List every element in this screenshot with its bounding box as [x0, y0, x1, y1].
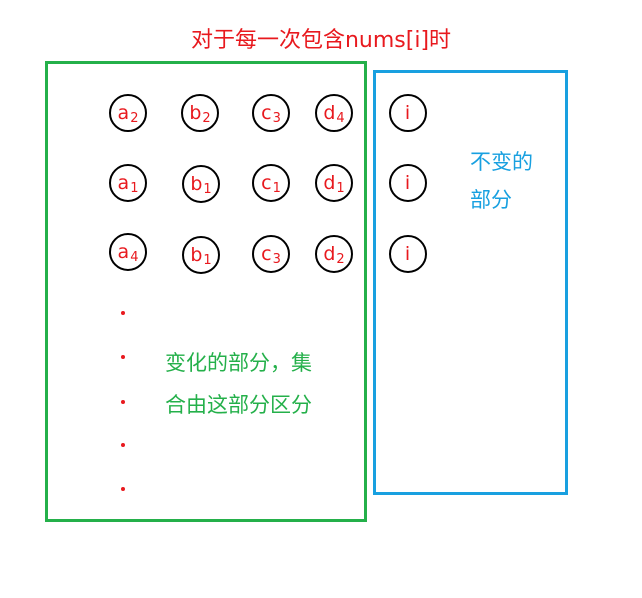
varying-label-line1: 变化的部分，集 [165, 351, 312, 375]
node-i-row2: i [389, 164, 427, 202]
node-i-row3: i [389, 235, 427, 273]
ellipsis-dot [121, 311, 125, 315]
ellipsis-dot [121, 487, 125, 491]
ellipsis-dot [121, 443, 125, 447]
node-i-row1: i [389, 94, 427, 132]
varying-label-line2: 合由这部分区分 [165, 393, 312, 417]
diagram-title: 对于每一次包含nums[i]时 [190, 28, 452, 53]
fixed-label-line2: 部分 [470, 188, 512, 212]
varying-part-box [45, 61, 367, 522]
fixed-label-line1: 不变的 [470, 150, 533, 174]
fixed-part-box [373, 70, 568, 495]
ellipsis-dot [121, 355, 125, 359]
ellipsis-dot [121, 400, 125, 404]
